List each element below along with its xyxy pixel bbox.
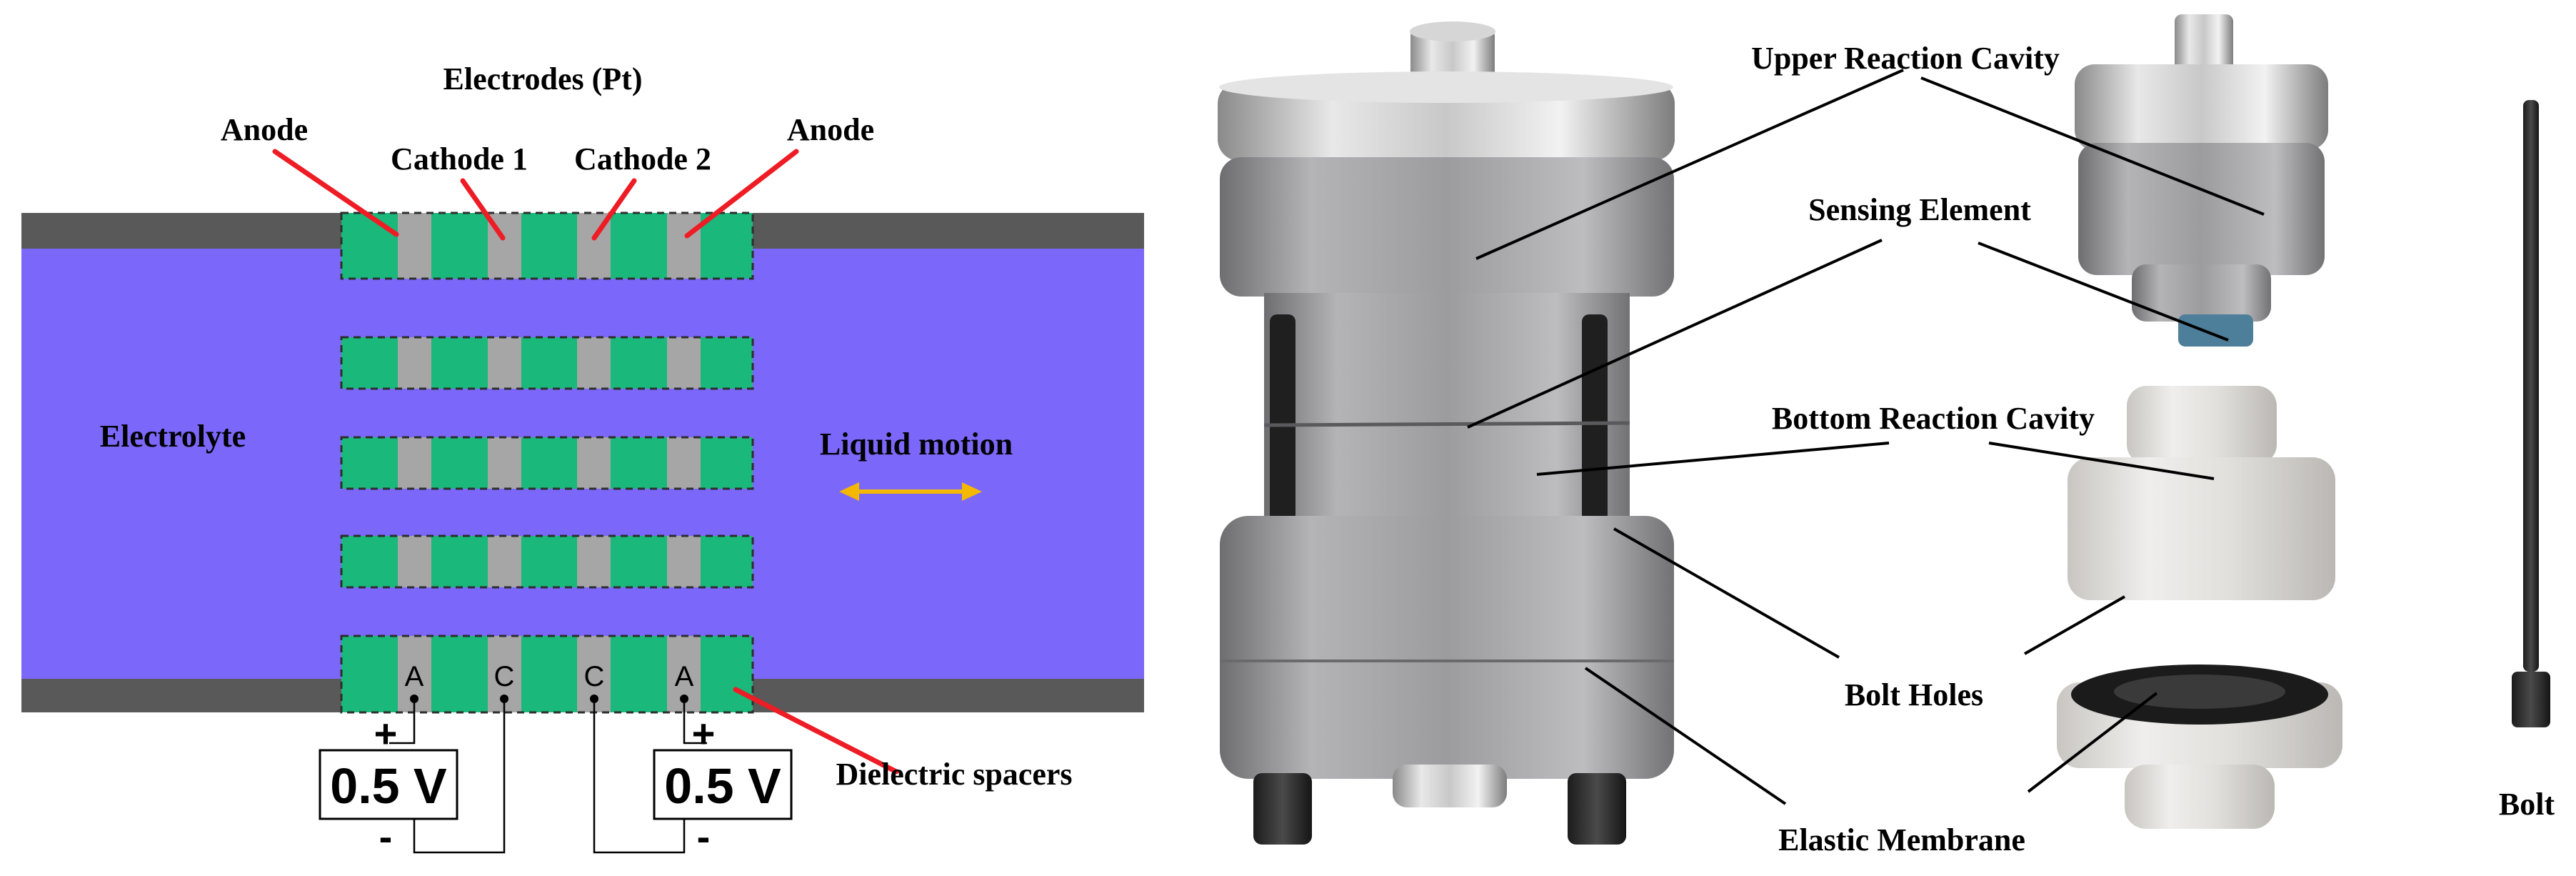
upper-cavity-part <box>2075 14 2328 347</box>
minus-sign-left: - <box>379 814 393 859</box>
voltage-right-value: 0.5 V <box>664 758 781 814</box>
sensing-element-label: Sensing Element <box>1808 192 2031 227</box>
electrode-stack-row-4 <box>340 534 754 589</box>
electrode-stack-row-1 <box>340 211 754 280</box>
upper-reaction-cavity-label: Upper Reaction Cavity <box>1751 41 2060 76</box>
liquid-motion-arrow <box>839 482 982 501</box>
bottom-cavity-part <box>2068 386 2335 600</box>
electrode-stack-row-3 <box>340 436 754 490</box>
electrodes-title: Electrodes (Pt) <box>443 61 643 96</box>
plus-sign-left: + <box>374 711 398 756</box>
bottom-reaction-cavity-label: Bottom Reaction Cavity <box>1772 401 2095 436</box>
anode-left-label: Anode <box>221 112 308 147</box>
cathode-1-label: Cathode 1 <box>391 141 528 176</box>
terminal-label-anode-left: A <box>405 661 424 692</box>
terminal-label-cathode-2: C <box>584 661 605 692</box>
anode-right-label: Anode <box>787 112 874 147</box>
cathode-2-label: Cathode 2 <box>574 141 711 176</box>
elastic-membrane-label: Elastic Membrane <box>1778 822 2025 857</box>
wiring <box>389 699 707 854</box>
bolt-part <box>2512 100 2550 727</box>
terminal-label-cathode-1: C <box>494 661 515 692</box>
electrolyte-label: Electrolyte <box>100 419 246 454</box>
bolt-label: Bolt <box>2499 787 2555 822</box>
voltage-source-right <box>653 749 793 820</box>
electrode-stack-row-2 <box>340 336 754 390</box>
voltage-left-value: 0.5 V <box>330 758 447 814</box>
assembled-sensor <box>1218 21 1675 845</box>
electrode-diagram: A C C A 0.5 V + - 0.5 V + - <box>21 61 1144 859</box>
sensor-photo: Upper Reaction Cavity Sensing Element Bo… <box>1218 14 2555 857</box>
liquid-motion-label: Liquid motion <box>820 427 1013 462</box>
voltage-source-left <box>319 749 458 820</box>
bolt-holes-label: Bolt Holes <box>1845 677 1983 712</box>
plus-sign-right: + <box>692 711 716 756</box>
minus-sign-right: - <box>697 814 711 859</box>
pointer-lines <box>272 149 899 775</box>
membrane-part <box>2057 665 2342 829</box>
terminal-dots <box>410 695 688 703</box>
dielectric-spacers-label: Dielectric spacers <box>836 757 1072 792</box>
terminal-label-anode-right: A <box>675 661 694 692</box>
callout-lines <box>1467 69 2265 805</box>
